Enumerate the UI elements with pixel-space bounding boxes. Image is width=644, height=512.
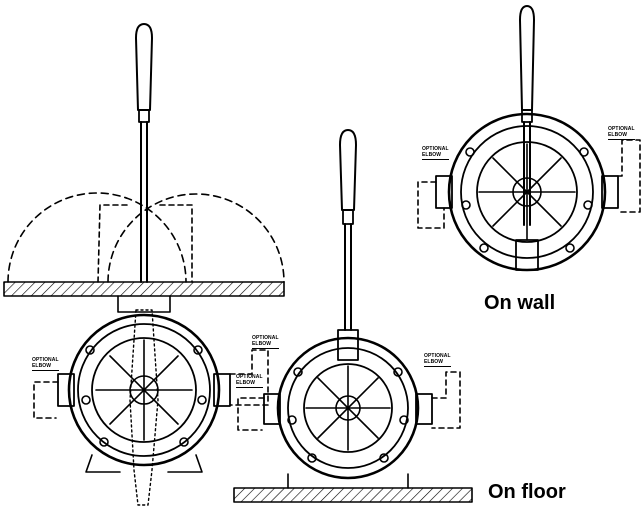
optional-elbow-line2: ELBOW — [424, 359, 451, 367]
optional-elbow-line1: OPTIONAL — [424, 353, 451, 359]
optional-elbow-label-wall-right: OPTIONAL ELBOW — [608, 126, 635, 140]
optional-elbow-line2: ELBOW — [32, 363, 59, 371]
pump-on-floor — [233, 129, 473, 503]
optional-elbow-line2: ELBOW — [422, 152, 449, 160]
on-floor-caption: On floor — [488, 481, 566, 503]
optional-elbow-line2: ELBOW — [252, 341, 279, 349]
pump-on-wall — [417, 5, 641, 272]
optional-elbow-line1: OPTIONAL — [252, 335, 279, 341]
on-wall-caption: On wall — [484, 292, 556, 314]
optional-elbow-label-floor-left: OPTIONAL ELBOW — [236, 374, 263, 388]
optional-elbow-line2: ELBOW — [608, 132, 635, 140]
optional-elbow-label-left: OPTIONAL ELBOW — [32, 357, 59, 371]
optional-elbow-label-wall-left: OPTIONAL ELBOW — [422, 146, 449, 160]
optional-elbow-line1: OPTIONAL — [236, 374, 263, 380]
optional-elbow-line1: OPTIONAL — [422, 146, 449, 152]
optional-elbow-label-under-deck-right: OPTIONAL ELBOW — [252, 335, 279, 349]
pump-under-deck — [3, 23, 285, 506]
floor-surface — [233, 487, 473, 503]
optional-elbow-line1: OPTIONAL — [608, 126, 635, 132]
optional-elbow-label-floor-right: OPTIONAL ELBOW — [424, 353, 451, 367]
optional-elbow-line2: ELBOW — [236, 380, 263, 388]
deck-surface — [3, 281, 285, 297]
optional-elbow-line1: OPTIONAL — [32, 357, 59, 363]
